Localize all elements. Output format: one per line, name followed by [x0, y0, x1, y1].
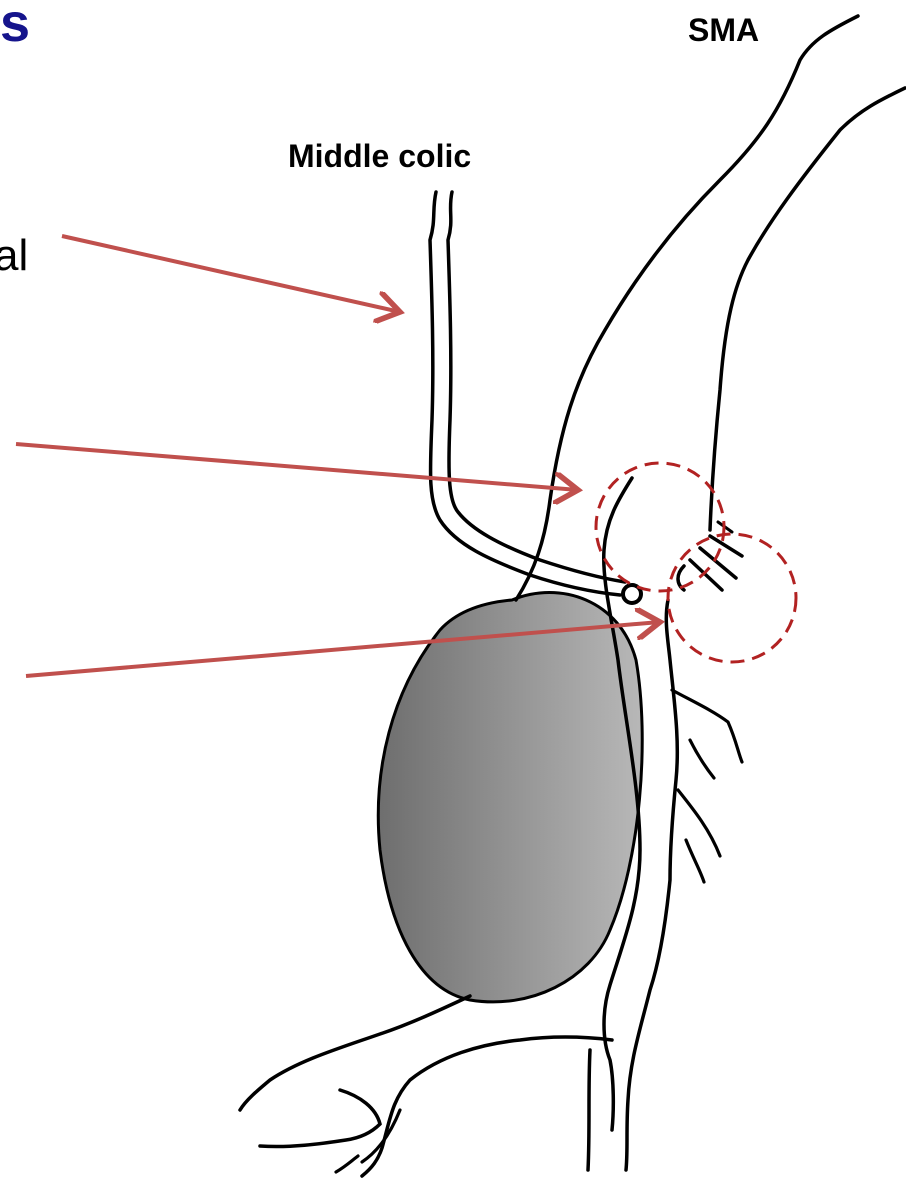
highlight-circle-lower: [668, 534, 796, 662]
right-branch-twig-3: [678, 790, 720, 856]
right-branch-twig-1: [672, 690, 742, 762]
sma-right-wall: [710, 88, 905, 530]
arrow-to-upper-circle: [16, 444, 578, 490]
tumor-mass: [378, 593, 642, 1002]
middle-colic-left-wall: [430, 192, 620, 595]
lower-branch-right: [588, 1050, 590, 1170]
arrow-to-middle-colic: [62, 236, 400, 312]
middle-colic-right-wall: [448, 192, 625, 582]
stump-line-3: [710, 536, 742, 556]
lower-branch-left-leg: [336, 1156, 358, 1172]
lower-branch-split: [260, 1090, 380, 1147]
lower-branch-upper: [240, 996, 470, 1110]
highlight-circle-upper: [596, 463, 724, 591]
lower-branch-main: [362, 1037, 612, 1176]
right-branch-twig-4: [686, 840, 704, 882]
right-branch-twig-2: [690, 740, 714, 778]
sma-left-wall: [516, 16, 858, 600]
